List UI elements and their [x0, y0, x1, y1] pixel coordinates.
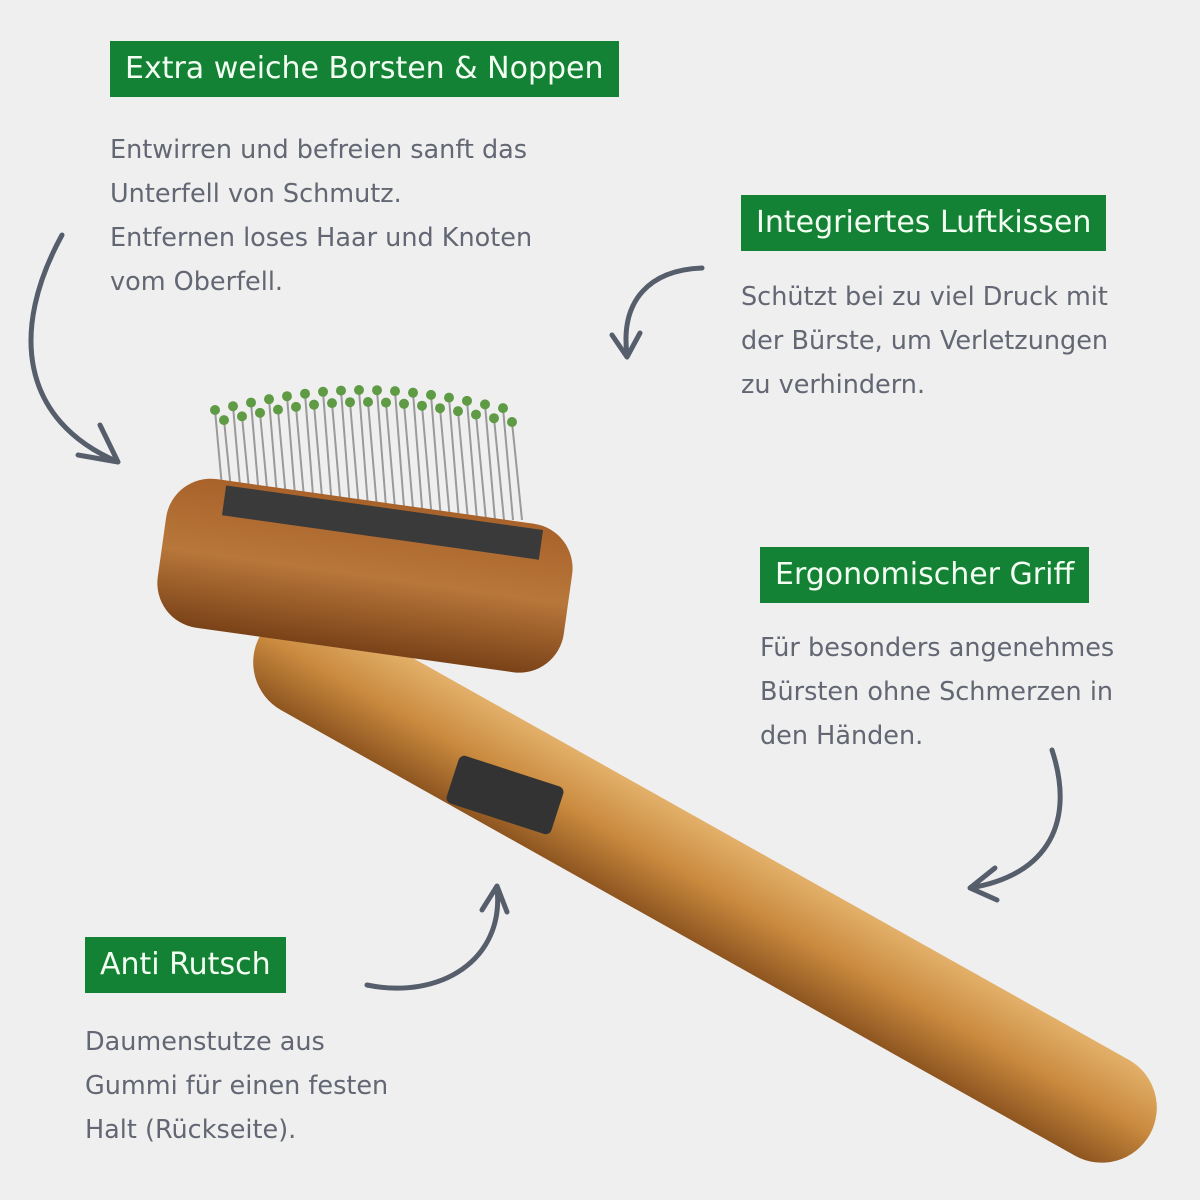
- feature-description-anti-slip: Daumenstutze aus Gummi für einen festen …: [85, 1020, 388, 1152]
- feature-title-air-cushion: Integriertes Luftkissen: [741, 195, 1107, 251]
- description-line: Daumenstutze aus: [85, 1027, 325, 1057]
- description-line: zu verhindern.: [741, 370, 926, 400]
- arrow-icon-air-cushion: [609, 265, 705, 360]
- description-line: der Bürste, um Verletzungen: [741, 326, 1109, 356]
- description-line: Schützt bei zu viel Druck mit: [741, 282, 1108, 312]
- brush-head: [157, 478, 573, 673]
- description-line: Für besonders angenehmes: [760, 633, 1115, 663]
- arrow-icon-anti-slip: [364, 883, 510, 991]
- description-line: Gummi für einen festen: [85, 1071, 389, 1101]
- feature-description-bristles: Entwirren und befreien sanft das Unterfe…: [110, 128, 532, 304]
- feature-description-air-cushion: Schützt bei zu viel Druck mit der Bürste…: [741, 275, 1108, 407]
- description-line: Unterfell von Schmutz.: [110, 179, 402, 209]
- thumb-rest: [446, 755, 564, 835]
- description-line: vom Oberfell.: [110, 267, 284, 297]
- feature-title-anti-slip: Anti Rutsch: [85, 937, 286, 993]
- description-line: Entwirren und befreien sanft das: [110, 135, 528, 165]
- description-line: Halt (Rückseite).: [85, 1115, 297, 1145]
- description-line: den Händen.: [760, 721, 924, 751]
- brush-handle: [253, 607, 1157, 1163]
- arrow-icon-handle: [967, 747, 1063, 903]
- description-line: Bürsten ohne Schmerzen in: [760, 677, 1114, 707]
- feature-description-handle: Für besonders angenehmes Bürsten ohne Sc…: [760, 626, 1114, 758]
- arrow-icon-bristles: [28, 232, 121, 465]
- description-line: Entfernen loses Haar und Knoten: [110, 223, 533, 253]
- feature-title-handle: Ergonomischer Griff: [760, 547, 1090, 603]
- feature-title-bristles: Extra weiche Borsten & Noppen: [110, 41, 619, 97]
